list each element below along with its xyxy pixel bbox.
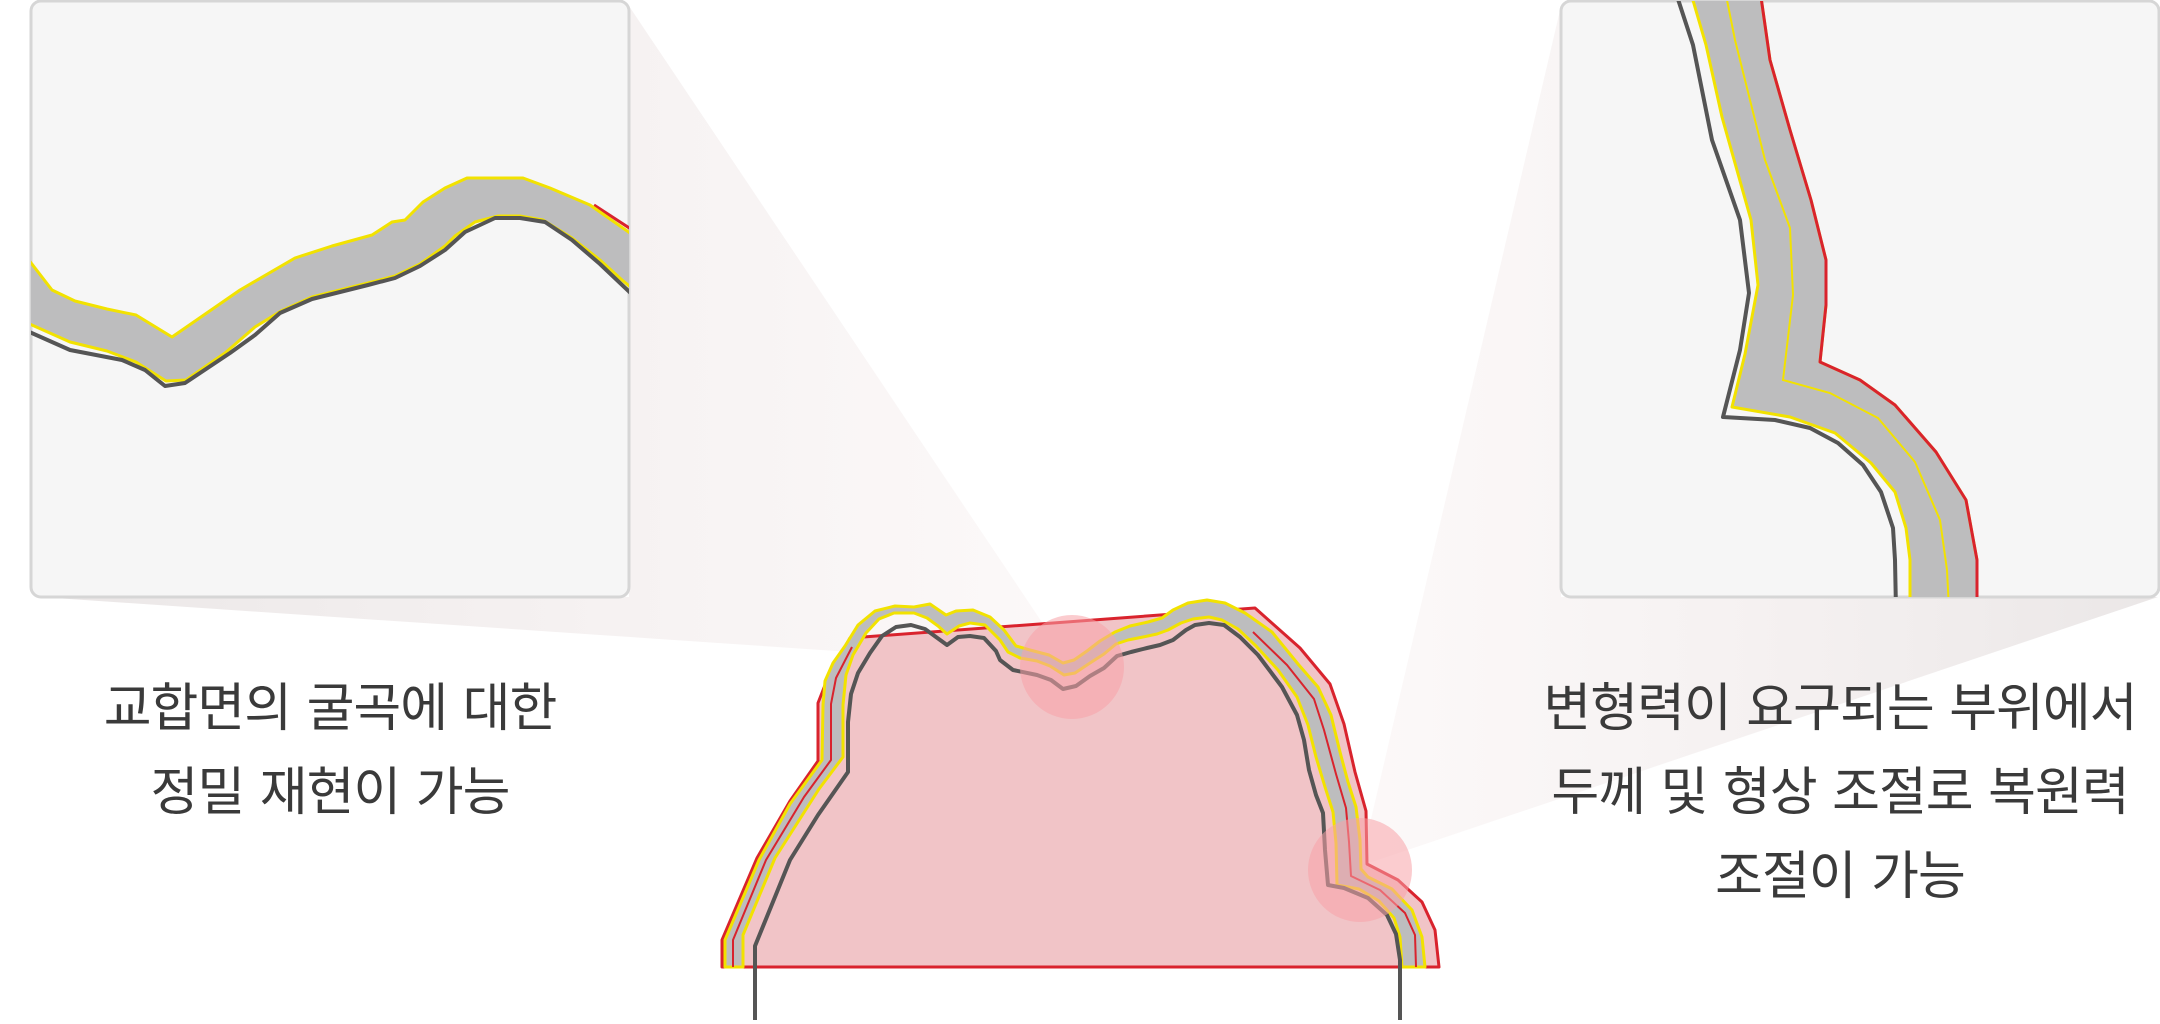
caption-occlusal-precision: 교합면의 굴곡에 대한 정밀 재현이 가능	[30, 667, 630, 835]
zoom-red-edge-left	[593, 203, 629, 237]
zoom-red-outline-cervical	[1758, 1, 1979, 597]
zoom-tooth-outline-cervical	[1673, 1, 1898, 597]
highlight-occlusal	[1020, 615, 1124, 719]
caption-right-line-1: 변형력이 요구되는 부위에서	[1543, 679, 2137, 739]
outer-shell-red-outline	[720, 606, 1441, 969]
highlight-cervical	[1308, 818, 1412, 922]
zoom-band-occlusal	[31, 176, 629, 383]
caption-restoring-force: 변형력이 요구되는 부위에서 두께 및 형상 조절로 복원력 조절이 가능	[1500, 667, 2160, 919]
zoom-beam-left	[40, 6, 1072, 667]
zoom-panel-occlusal	[29, 0, 631, 599]
caption-left-line-1: 교합면의 굴곡에 대한	[103, 679, 558, 739]
zoom-tooth-outline-occlusal	[31, 216, 629, 388]
caption-right-line-3: 조절이 가능	[1715, 847, 1966, 907]
tooth-cross-section	[720, 598, 1441, 1020]
caption-left-line-2: 정밀 재현이 가능	[150, 763, 511, 823]
caption-right-line-2: 두께 및 형상 조절로 복원력	[1551, 763, 2129, 823]
zoom-yellow-guide-cervical	[1724, 1, 1950, 597]
zoom-panel-cervical	[1559, 0, 2160, 599]
